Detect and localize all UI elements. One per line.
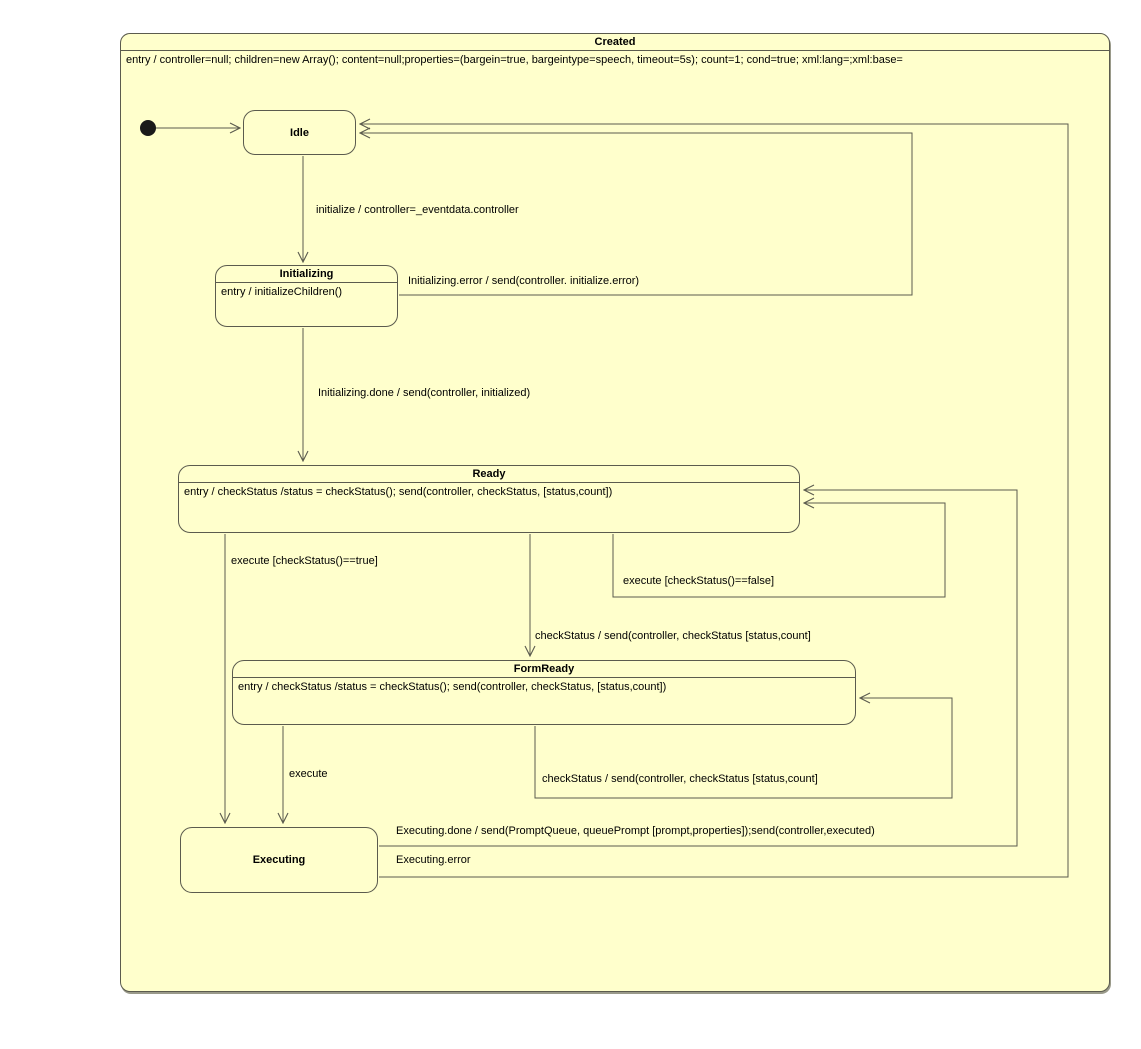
- transition-label-execute: execute: [289, 768, 328, 780]
- state-executing-title: Executing: [252, 854, 306, 866]
- state-ready: Ready entry / checkStatus /status = chec…: [178, 465, 800, 533]
- state-initializing-entry-action: entry / initializeChildren(): [221, 286, 343, 298]
- state-executing: Executing: [180, 827, 378, 893]
- transition-label-execute-false: execute [checkStatus()==false]: [623, 575, 775, 587]
- transition-label-initializing-done: Initializing.done / send(controller, ini…: [318, 387, 531, 399]
- state-formready-title: FormReady: [233, 661, 855, 678]
- transition-label-execute-true: execute [checkStatus()==true]: [231, 555, 378, 567]
- state-ready-title: Ready: [179, 466, 799, 483]
- state-initializing: Initializing entry / initializeChildren(…: [215, 265, 398, 327]
- transition-label-executing-done: Executing.done / send(PromptQueue, queue…: [396, 825, 875, 837]
- transition-label-initialize: initialize / controller=_eventdata.contr…: [316, 204, 519, 216]
- state-idle: Idle: [243, 110, 356, 155]
- transition-label-formready-checkstatus: checkStatus / send(controller, checkStat…: [542, 773, 818, 785]
- transition-label-ready-checkstatus: checkStatus / send(controller, checkStat…: [535, 630, 811, 642]
- state-formready: FormReady entry / checkStatus /status = …: [232, 660, 856, 725]
- transition-label-executing-error: Executing.error: [396, 854, 471, 866]
- state-ready-entry-action: entry / checkStatus /status = checkStatu…: [184, 486, 613, 498]
- state-created-title: Created: [121, 34, 1109, 51]
- state-idle-title: Idle: [290, 126, 309, 139]
- state-created-entry-action: entry / controller=null; children=new Ar…: [126, 54, 903, 66]
- state-initializing-title: Initializing: [216, 266, 397, 283]
- state-formready-entry-action: entry / checkStatus /status = checkStatu…: [238, 681, 667, 693]
- transition-label-initializing-error: Initializing.error / send(controller. in…: [408, 275, 640, 287]
